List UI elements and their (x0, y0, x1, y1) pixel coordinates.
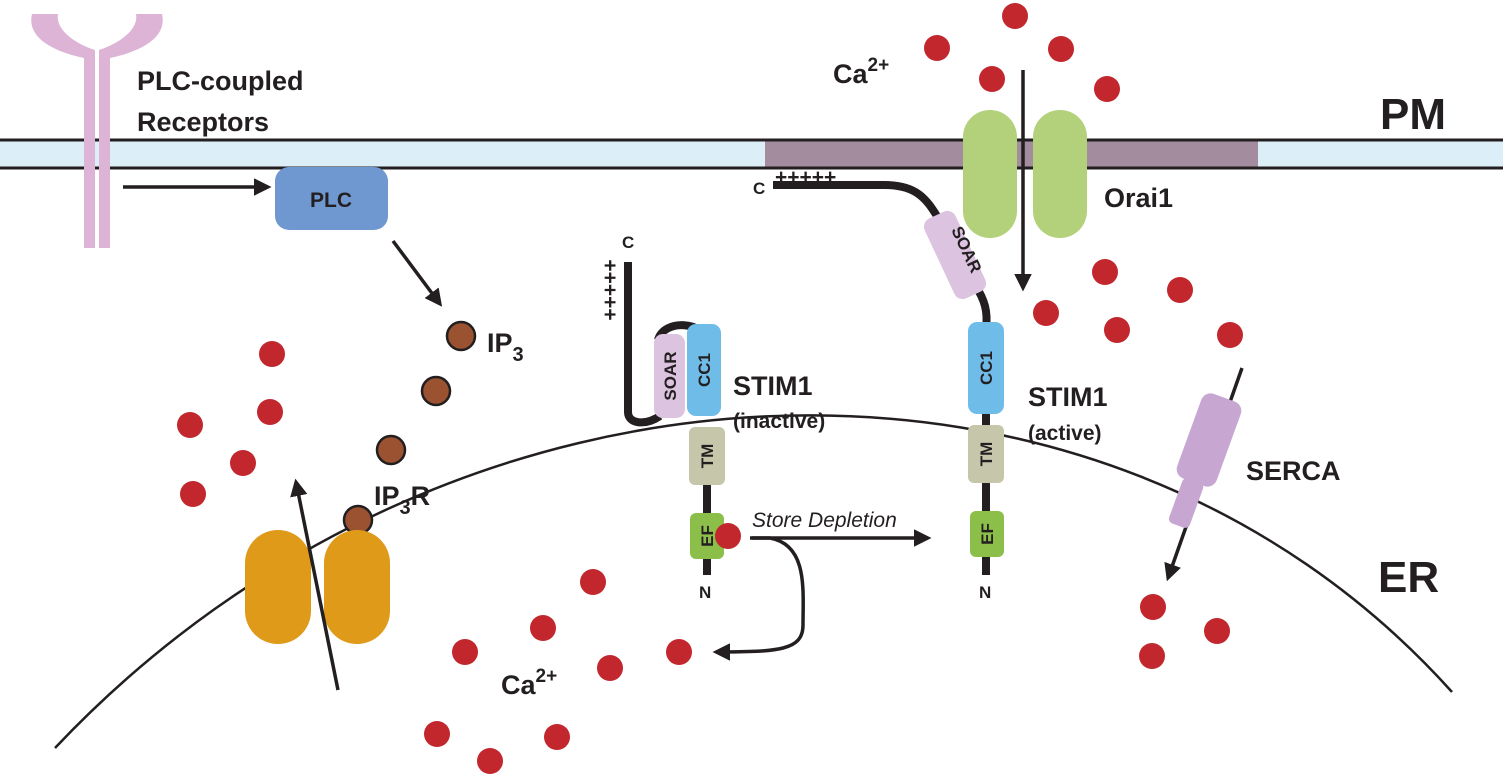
pm-label: PM (1380, 90, 1446, 139)
ef-bound-calcium-ion (715, 523, 741, 549)
calcium-ion (1092, 259, 1118, 285)
calcium-ions (177, 3, 1243, 774)
calcium-ion (1048, 36, 1074, 62)
calcium-ion (1204, 618, 1230, 644)
calcium-ion (452, 639, 478, 665)
calcium-ion (1033, 300, 1059, 326)
stim1-inactive-c-terminus: C (622, 233, 634, 252)
ip3-label: IP3 (487, 328, 524, 366)
ip3-molecule (342, 504, 374, 536)
ca-er-lumen-label: Ca2+ (501, 666, 557, 700)
stim1-inactive-cc1-domain (687, 324, 721, 416)
calcium-ion (424, 721, 450, 747)
er-label: ER (1378, 553, 1439, 602)
ip3-molecule (420, 375, 452, 407)
calcium-ion (1167, 277, 1193, 303)
serca-pump (1164, 367, 1244, 582)
stim1-inactive-soar-domain (654, 334, 685, 418)
calcium-ion (1139, 643, 1165, 669)
calcium-ion (1094, 76, 1120, 102)
plasma-membrane (0, 138, 1503, 170)
calcium-ion (544, 724, 570, 750)
calcium-ion (180, 481, 206, 507)
calcium-ion (924, 35, 950, 61)
plc-coupled-receptor (31, 14, 163, 248)
calcium-ion (1104, 317, 1130, 343)
calcium-ion (257, 399, 283, 425)
ip3-molecules (342, 320, 477, 536)
ip3r-calcium-release-arrow (290, 478, 340, 691)
svg-text:TM: TM (977, 442, 996, 467)
plc-enzyme (275, 167, 388, 230)
stim1-active-ef-hand (970, 511, 1004, 557)
calcium-ion (979, 66, 1005, 92)
stim1-active-n-terminus: N (979, 583, 991, 602)
stim1-active-label: STIM1 (1028, 382, 1108, 412)
svg-text:CC1: CC1 (695, 353, 714, 387)
receptor-label-line2: Receptors (137, 107, 269, 137)
stim1-inactive-tm-domain (689, 427, 725, 485)
stim1-inactive-ef-hand (690, 513, 724, 559)
orai1-label: Orai1 (1104, 183, 1173, 213)
store-depletion-label: Store Depletion (752, 509, 897, 532)
stim1-inactive-polybasic-tail: +++++ (599, 259, 622, 320)
ip3r-label: IP3R (374, 481, 430, 519)
calcium-ion (666, 639, 692, 665)
ip3-molecule (445, 320, 477, 352)
svg-text:CC1: CC1 (977, 351, 996, 385)
calcium-ion (230, 450, 256, 476)
receptor-label-line1: PLC-coupled (137, 66, 304, 96)
stim1-active-cc1-domain (968, 322, 1004, 414)
svg-text:EF: EF (978, 523, 997, 545)
stim1-active-c-terminus: C (753, 179, 765, 198)
calcium-ion (259, 341, 285, 367)
stim1-active-polybasic-tail: +++++ (775, 166, 836, 189)
stim1-inactive-label: STIM1 (733, 371, 813, 401)
calcium-ion (597, 655, 623, 681)
ip3-receptor-channel (245, 530, 390, 644)
serca-label: SERCA (1246, 456, 1341, 486)
calcium-ion (1217, 322, 1243, 348)
stim1-active-state: (active) (1028, 422, 1102, 445)
svg-text:TM: TM (698, 444, 717, 469)
plc-to-ip3-arrow (391, 239, 443, 307)
stim1-inactive-state: (inactive) (733, 410, 825, 433)
stim1-active-tm-domain (968, 425, 1004, 483)
ip3-molecule (375, 434, 407, 466)
calcium-ion (580, 569, 606, 595)
ca-extracellular-label: Ca2+ (833, 55, 889, 89)
calcium-ion (477, 748, 503, 774)
calcium-ion (1002, 3, 1028, 29)
orai1-channel (963, 110, 1087, 238)
stim1-inactive: SOAR CC1 TM EF C N +++++ (599, 233, 741, 602)
plc-label: PLC (310, 189, 352, 212)
calcium-ion (1140, 594, 1166, 620)
calcium-ion (177, 412, 203, 438)
calcium-unbinding-arrow (712, 536, 805, 661)
svg-text:EF: EF (698, 525, 717, 547)
stim1-inactive-n-terminus: N (699, 583, 711, 602)
svg-text:SOAR: SOAR (661, 351, 680, 400)
calcium-ion (530, 615, 556, 641)
